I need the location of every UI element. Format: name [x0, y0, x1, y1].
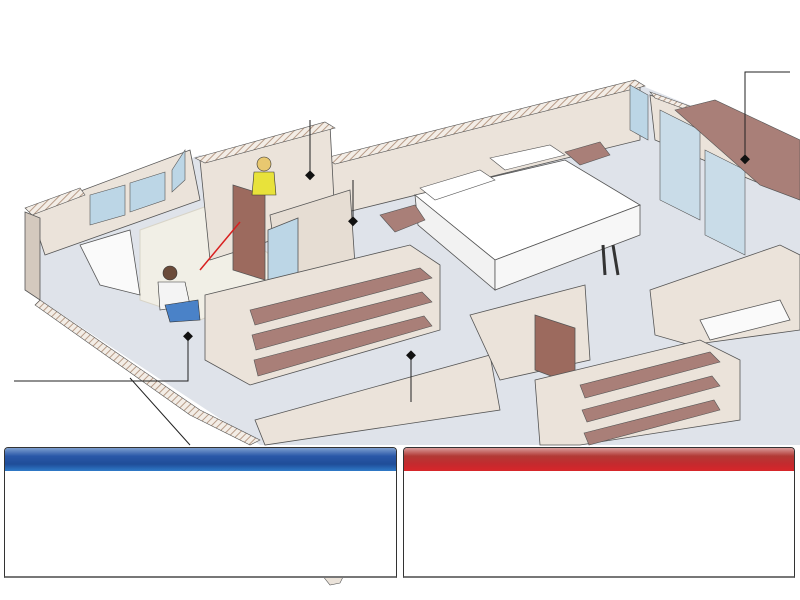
- shelf: [579, 351, 721, 399]
- callout-lines: [14, 71, 790, 446]
- callout-marker: [183, 331, 193, 342]
- callout-marker: [740, 154, 750, 165]
- window: [629, 84, 649, 141]
- nightstand: [564, 141, 611, 166]
- bathroom-wall-top: [194, 121, 336, 164]
- pillow: [419, 169, 496, 201]
- window: [171, 148, 186, 193]
- glass-partition: [659, 109, 701, 221]
- info-panel-left: [4, 447, 397, 578]
- person-standing: [251, 156, 277, 196]
- callout-markers: [183, 154, 750, 361]
- info-panel-right: [403, 447, 795, 578]
- left-wall-top: [24, 187, 86, 216]
- bathroom-door: [232, 184, 266, 281]
- panel-header-red: [404, 448, 794, 471]
- nightstand: [379, 204, 426, 233]
- right-bathtub: [699, 299, 791, 341]
- front-left-wall-top: [34, 299, 261, 446]
- shelf: [251, 291, 433, 351]
- callout-marker: [406, 350, 416, 361]
- bathtub: [79, 229, 141, 296]
- callout-marker: [348, 216, 358, 227]
- front-wall: [254, 354, 501, 446]
- glass-partition: [704, 149, 746, 256]
- window: [89, 184, 126, 226]
- laser-beam: [199, 221, 241, 271]
- shelf: [253, 315, 433, 377]
- bed-front: [494, 204, 641, 291]
- panel-header-blue: [5, 448, 396, 471]
- window: [129, 171, 166, 213]
- shelf: [581, 375, 721, 423]
- callout-marker: [305, 170, 315, 181]
- legs: [601, 244, 620, 276]
- shelf: [249, 267, 433, 326]
- pillow: [489, 144, 566, 171]
- left-outer-wall: [24, 211, 41, 301]
- person-sitting: [157, 265, 201, 323]
- shelf: [583, 399, 721, 446]
- closet-floor: [674, 99, 800, 201]
